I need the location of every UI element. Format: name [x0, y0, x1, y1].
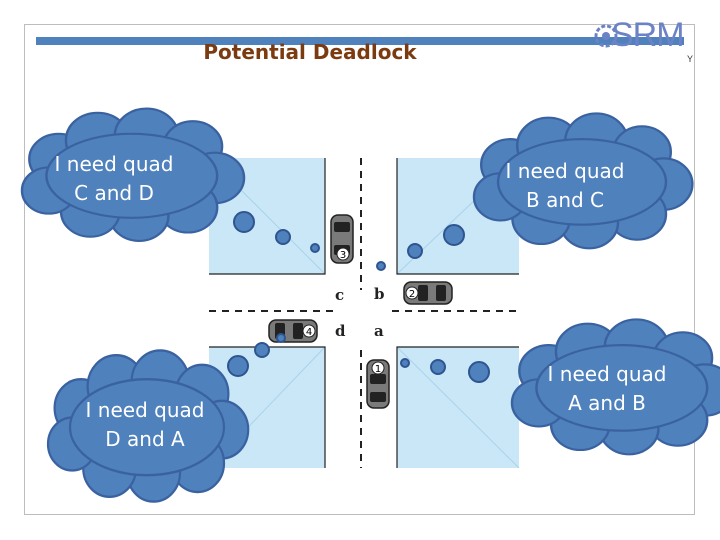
srm-logo-icon	[594, 24, 618, 48]
thought-dot	[376, 261, 386, 271]
thought-dot	[233, 211, 255, 233]
car-2: 2	[403, 281, 453, 305]
thought-dot	[468, 361, 490, 383]
bubble-text-bc: I need quad B and C	[505, 159, 625, 212]
svg-text:2: 2	[409, 289, 415, 300]
thought-dot	[400, 358, 410, 368]
svg-text:3: 3	[340, 250, 346, 261]
logo-text: SRM	[611, 16, 685, 54]
logo-mark: Y	[687, 54, 694, 64]
thought-dot	[275, 229, 291, 245]
slide-title: Potential Deadlock	[203, 40, 417, 64]
bubble-text-cd: I need quad C and D	[54, 152, 174, 205]
car-1: 1	[366, 359, 390, 409]
svg-text:4: 4	[306, 327, 312, 338]
bubble-text-da: I need quad D and A	[85, 398, 205, 451]
bubble-text-ab: I need quad A and B	[547, 362, 667, 415]
thought-dot	[227, 355, 249, 377]
lane-label-c: c	[335, 286, 344, 304]
thought-dot	[310, 243, 320, 253]
car-3: 3	[330, 214, 354, 264]
thought-dot	[276, 333, 286, 343]
thought-dot	[430, 359, 446, 375]
lane-label-a: a	[374, 322, 384, 340]
svg-text:1: 1	[375, 364, 381, 375]
thought-dot	[443, 224, 465, 246]
thought-dot	[407, 243, 423, 259]
lane-label-b: b	[374, 285, 385, 303]
slide-frame	[24, 24, 695, 515]
title-accent-bar	[36, 37, 684, 45]
lane-label-d: d	[335, 322, 346, 340]
thought-dot	[254, 342, 270, 358]
